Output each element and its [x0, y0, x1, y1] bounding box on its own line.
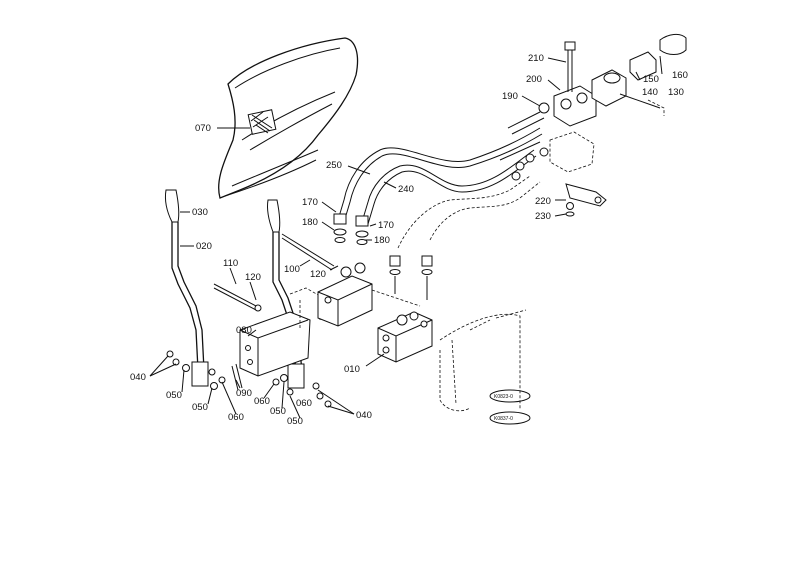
quick-coupler-130 [591, 33, 687, 116]
valve-block-upper [317, 262, 421, 327]
bracket-220 [565, 183, 607, 217]
label-080: 080 [236, 325, 252, 336]
label-030: 030 [192, 207, 208, 218]
hardware-right [272, 374, 332, 408]
label-090: 090 [236, 388, 252, 399]
label-050-right-a: 050 [270, 406, 286, 417]
coupler-assembly [507, 41, 597, 135]
label-050-left-b: 050 [192, 402, 208, 413]
label-120-center: 120 [310, 269, 326, 280]
fitting-170-right [355, 215, 369, 245]
label-170-left: 170 [302, 197, 318, 208]
label-210: 210 [528, 53, 544, 64]
label-130: 130 [668, 87, 684, 98]
main-valve-010 [377, 311, 433, 363]
label-040-left: 040 [130, 372, 146, 383]
label-200: 200 [526, 74, 542, 85]
label-240: 240 [398, 184, 414, 195]
hardware-left [166, 350, 243, 391]
label-180-right: 180 [374, 235, 390, 246]
fittings-lower [389, 255, 433, 300]
fender-cover [218, 37, 359, 199]
label-070: 070 [195, 123, 211, 134]
stamp-1: K0823-0 [494, 394, 513, 400]
rod-110 [213, 283, 262, 312]
label-140: 140 [642, 87, 658, 98]
label-020: 020 [196, 241, 212, 252]
leader-lines [149, 55, 663, 419]
label-170-right: 170 [378, 220, 394, 231]
label-220: 220 [535, 196, 551, 207]
label-050-left-a: 050 [166, 390, 182, 401]
right-lever [267, 199, 305, 389]
reference-stamps: K0823-0 K0837-0 [489, 389, 531, 425]
label-040-right: 040 [356, 410, 372, 421]
hose-lower [397, 175, 541, 249]
label-180-left: 180 [302, 217, 318, 228]
fitting-170-left [333, 213, 347, 243]
label-050-right-b: 050 [287, 416, 303, 427]
label-060-left: 060 [228, 412, 244, 423]
coupler-lower [499, 131, 595, 181]
hose-250 [337, 127, 543, 223]
label-110: 110 [223, 258, 238, 269]
label-160: 160 [672, 70, 688, 81]
part-labels: 070 030 020 110 120 100 120 170 180 170 … [130, 53, 688, 427]
label-010: 010 [344, 364, 360, 375]
hose-240 [361, 149, 537, 225]
rod-100 [281, 233, 335, 271]
label-060-right-b: 060 [296, 398, 312, 409]
left-lever [165, 189, 209, 387]
label-250: 250 [326, 160, 342, 171]
label-060-right-a: 060 [254, 396, 270, 407]
housing-outline [439, 309, 527, 412]
label-120-left: 120 [245, 272, 261, 283]
label-230: 230 [535, 211, 551, 222]
label-150: 150 [643, 74, 659, 85]
label-100: 100 [284, 264, 300, 275]
bracket-080 [239, 287, 321, 377]
stamp-2: K0837-0 [494, 416, 513, 422]
label-190: 190 [502, 91, 518, 102]
